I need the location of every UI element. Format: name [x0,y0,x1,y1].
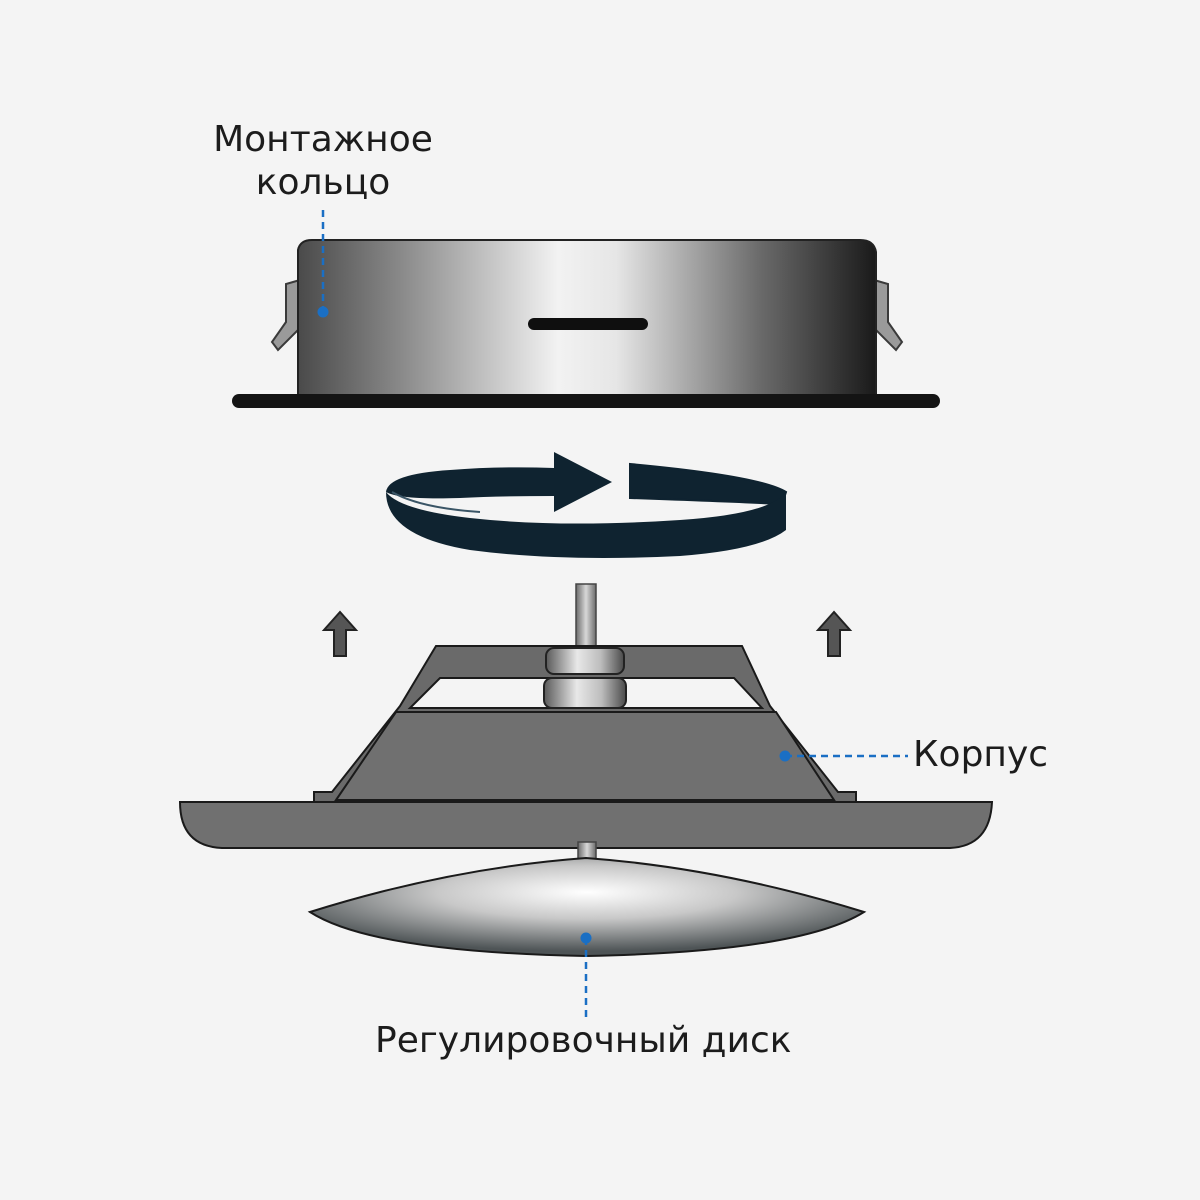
housing [178,583,994,849]
mounting-ring [232,239,940,408]
housing-block [334,711,836,801]
up-arrow-right-icon [815,610,853,657]
housing-label: Корпус [913,734,1049,775]
adjustment-disc [307,841,867,958]
leader-disc [580,932,592,1018]
housing-nut-top [545,647,625,675]
disc-body [307,856,867,958]
ring-flange [232,394,940,408]
up-arrow-left-icon [321,610,359,657]
mounting-ring-label-line1: Монтажное [213,119,433,160]
adjustment-disc-label: Регулировочный диск [375,1020,792,1061]
leader-body [779,750,908,762]
ring-left-clip [270,278,301,352]
rotation-arrow-icon [386,452,788,558]
housing-nut-bottom [543,677,627,709]
housing-base-plate [178,801,994,849]
leader-ring [317,210,329,318]
ring-right-clip [873,278,904,352]
mounting-ring-label: Монтажное кольцо [208,118,438,204]
ring-slot [528,318,648,330]
mounting-ring-label-line2: кольцо [255,162,391,204]
